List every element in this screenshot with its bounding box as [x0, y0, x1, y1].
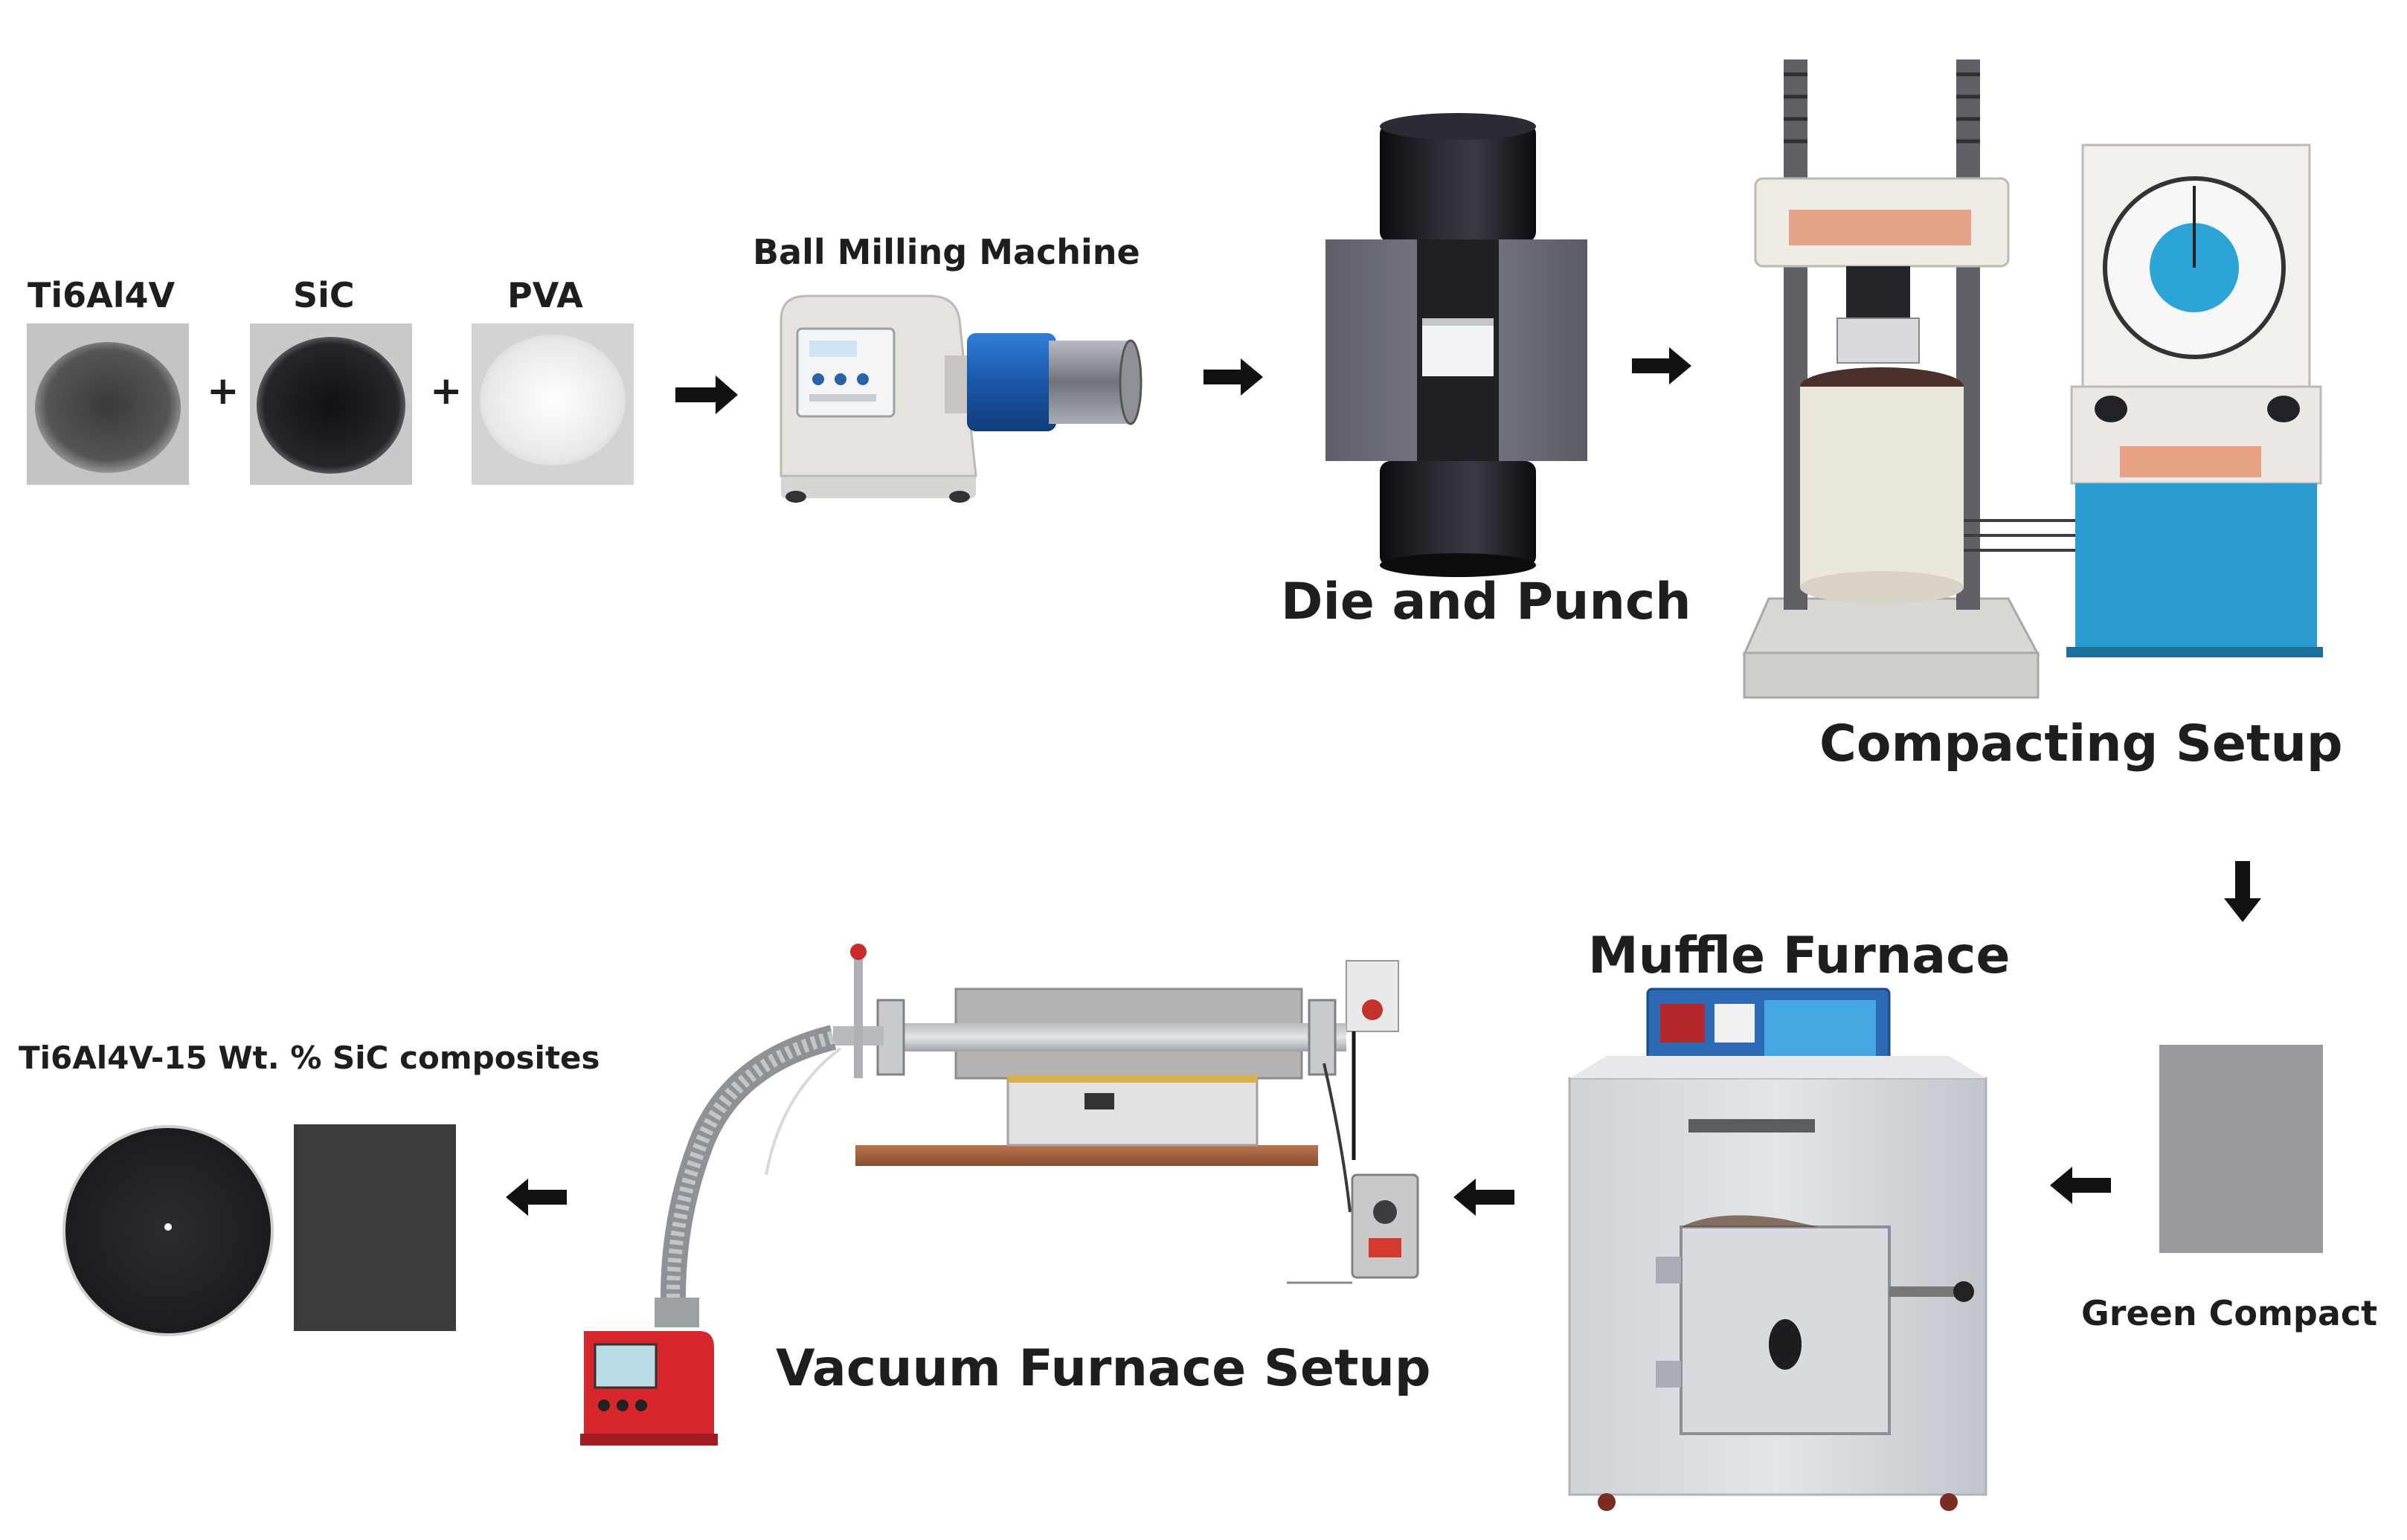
- compacting-setup-image: [1742, 59, 2323, 699]
- arrow-right-icon: [1632, 347, 1691, 384]
- ti6al4v-powder-image: [27, 323, 189, 485]
- vacuum-furnace-setup-image: [580, 944, 1419, 1446]
- ball-milling-machine-image: [780, 294, 1143, 503]
- muffle-furnace-image: [1568, 988, 1987, 1511]
- arrow-right-icon: [675, 376, 738, 414]
- muffle-furnace-label: Muffle Furnace: [1588, 927, 2011, 985]
- ti6al4v-label: Ti6Al4V: [28, 275, 176, 315]
- pva-label: PVA: [507, 275, 583, 315]
- sic-powder-image: [250, 323, 412, 485]
- die-and-punch-label: Die and Punch: [1281, 573, 1691, 631]
- arrow-down-icon: [2224, 861, 2261, 922]
- compacting-setup-label: Compacting Setup: [1819, 715, 2343, 773]
- composite-disc-image: [62, 1125, 274, 1336]
- sic-label: SiC: [293, 275, 355, 315]
- green-compact-image: [2159, 1045, 2323, 1253]
- ball-milling-label: Ball Milling Machine: [753, 232, 1140, 272]
- arrow-left-icon: [1453, 1179, 1514, 1216]
- die-and-punch-image: [1325, 113, 1587, 577]
- plus-sign: +: [207, 369, 240, 413]
- vacuum-furnace-label: Vacuum Furnace Setup: [776, 1339, 1431, 1398]
- composite-sample-image: [294, 1124, 456, 1331]
- pva-powder-image: [472, 323, 634, 485]
- plus-sign: +: [430, 369, 463, 413]
- arrow-left-icon: [2050, 1167, 2111, 1204]
- green-compact-label: Green Compact: [2081, 1293, 2378, 1333]
- arrow-right-icon: [1204, 358, 1263, 396]
- composite-label: Ti6Al4V-15 Wt. % SiC composites: [19, 1040, 600, 1076]
- arrow-left-icon: [506, 1179, 567, 1216]
